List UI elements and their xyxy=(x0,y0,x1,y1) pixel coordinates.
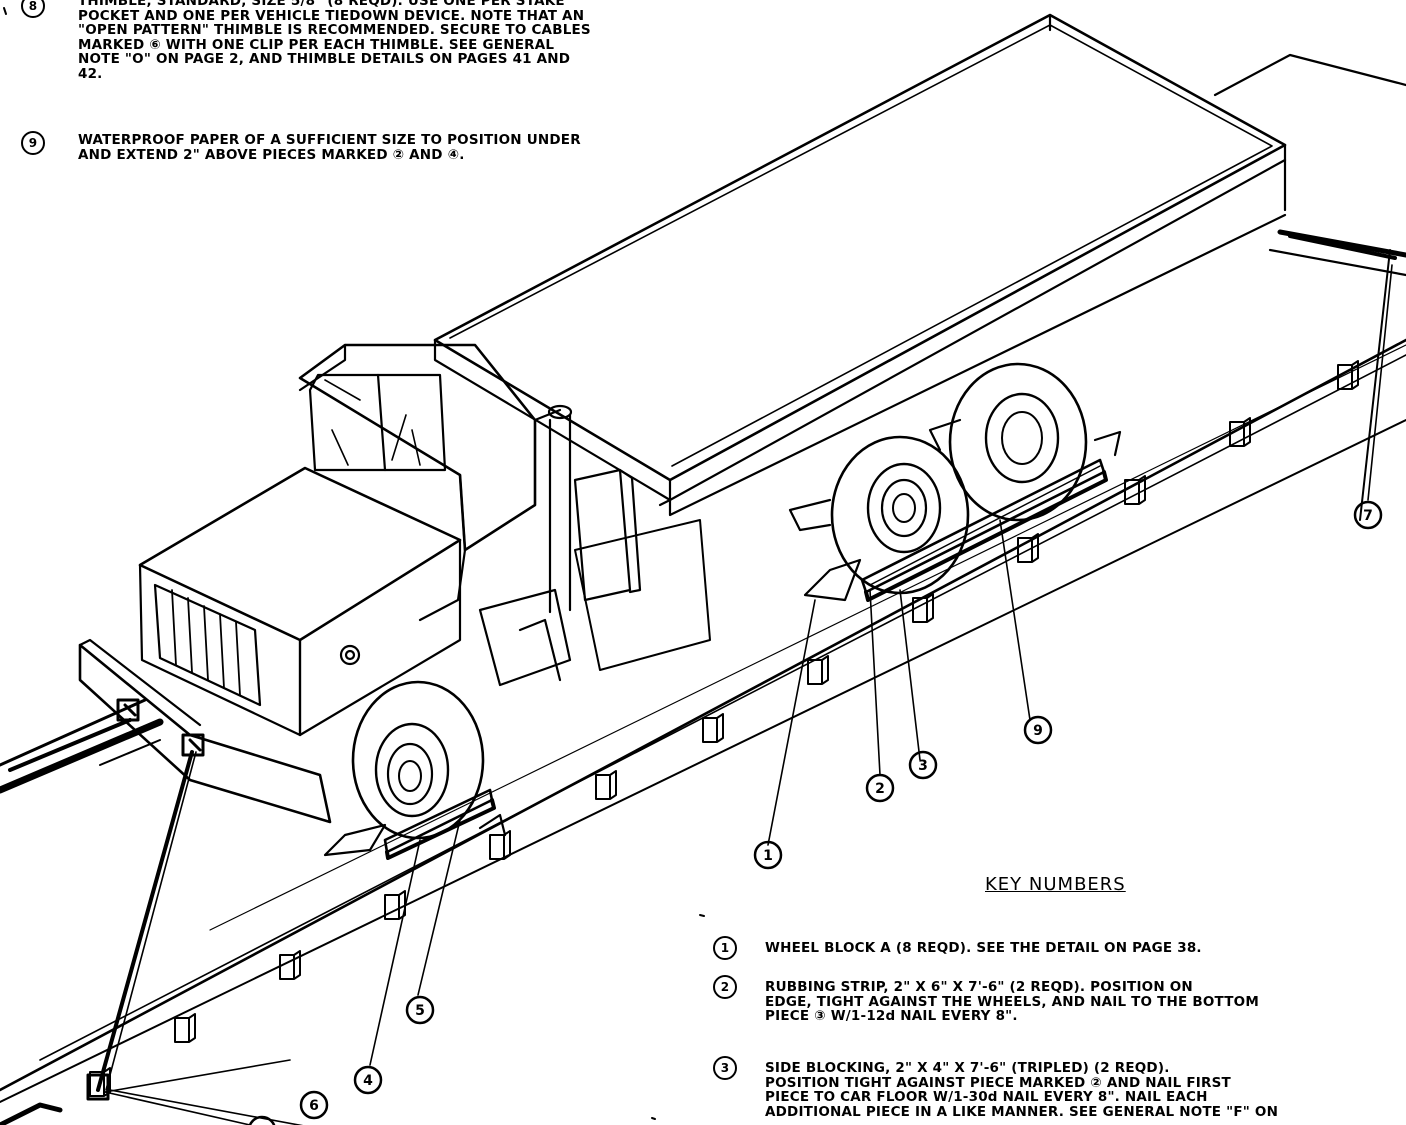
note-8: 8 THIMBLE, STANDARD, SIZE 5/8" (8 REQD).… xyxy=(21,0,591,82)
note-8-line: POCKET AND ONE PER VEHICLE TIEDOWN DEVIC… xyxy=(78,7,585,24)
rear-wheels xyxy=(788,362,1088,595)
note-8-line: MARKED ⑥ WITH ONE CLIP PER EACH THIMBLE.… xyxy=(78,36,555,53)
cargo-body xyxy=(433,13,1287,517)
key-item-3-number: 3 xyxy=(713,1056,737,1080)
tiedown-cables xyxy=(8,234,1397,1101)
key-item-2-line: EDGE, TIGHT AGAINST THE WHEELS, AND NAIL… xyxy=(765,993,1259,1010)
callout-7: 7 xyxy=(1363,508,1373,524)
callout-2: 2 xyxy=(875,781,885,797)
key-numbers-title: KEY NUMBERS xyxy=(985,874,1126,895)
note-8-line: 42. xyxy=(78,65,103,82)
truck-cab xyxy=(298,343,562,622)
key-item-3-line: POSITION TIGHT AGAINST PIECE MARKED ② AN… xyxy=(765,1074,1231,1091)
wheel-blocks xyxy=(323,430,1122,857)
leader-lines xyxy=(104,264,1393,1125)
callout-1: 1 xyxy=(763,848,773,864)
note-8-line: THIMBLE, STANDARD, SIZE 5/8" (8 REQD). U… xyxy=(78,0,565,9)
note-8-line: "OPEN PATTERN" THIMBLE IS RECOMMENDED. S… xyxy=(78,22,591,38)
truck-hood xyxy=(138,466,462,737)
callout-4: 4 xyxy=(363,1073,373,1089)
note-9: 9 WATERPROOF PAPER OF A SUFFICIENT SIZE … xyxy=(21,131,581,163)
exhaust-stack xyxy=(478,404,711,687)
note-9-line: AND EXTEND 2" ABOVE PIECES MARKED ② AND … xyxy=(78,146,465,163)
key-item-3-line: PIECE TO CAR FLOOR W/1-30d NAIL EVERY 8"… xyxy=(765,1089,1208,1105)
callout-6: 6 xyxy=(309,1098,319,1114)
note-9-line: WATERPROOF PAPER OF A SUFFICIENT SIZE TO… xyxy=(78,132,581,148)
callout-numbers: 1 2 3 9 7 4 5 6 xyxy=(309,508,1373,1114)
key-item-2-line: RUBBING STRIP, 2" X 6" X 7'-6" (2 REQD).… xyxy=(765,979,1193,995)
callout-9: 9 xyxy=(1033,723,1043,739)
railcar-floor xyxy=(0,53,1406,1125)
key-item-1-number: 1 xyxy=(713,936,737,960)
callout-5: 5 xyxy=(415,1003,425,1019)
callout-3: 3 xyxy=(918,758,928,774)
note-9-number: 9 xyxy=(21,131,45,155)
key-item-3-line: SIDE BLOCKING, 2" X 4" X 7'-6" (TRIPLED)… xyxy=(765,1060,1170,1076)
key-item-3-line: ADDITIONAL PIECE IN A LIKE MANNER. SEE G… xyxy=(765,1103,1279,1120)
key-item-1: 1 WHEEL BLOCK A (8 REQD). SEE THE DETAIL… xyxy=(713,936,1202,960)
side-blocking-front xyxy=(383,788,496,860)
callout-bubbles xyxy=(299,500,1383,1120)
key-item-2: 2 RUBBING STRIP, 2" X 6" X 7'-6" (2 REQD… xyxy=(713,975,1259,1024)
key-item-2-line: PIECE ③ W/1-12d NAIL EVERY 8". xyxy=(765,1008,1018,1024)
key-item-1-line: WHEEL BLOCK A (8 REQD). SEE THE DETAIL O… xyxy=(765,940,1202,956)
key-item-2-number: 2 xyxy=(713,975,737,999)
side-blocking-rear xyxy=(860,458,1108,602)
note-8-line: NOTE "O" ON PAGE 2, AND THIMBLE DETAILS … xyxy=(78,51,571,67)
key-item-3: 3 SIDE BLOCKING, 2" X 4" X 7'-6" (TRIPLE… xyxy=(713,1056,1279,1120)
note-8-number: 8 xyxy=(21,0,45,18)
